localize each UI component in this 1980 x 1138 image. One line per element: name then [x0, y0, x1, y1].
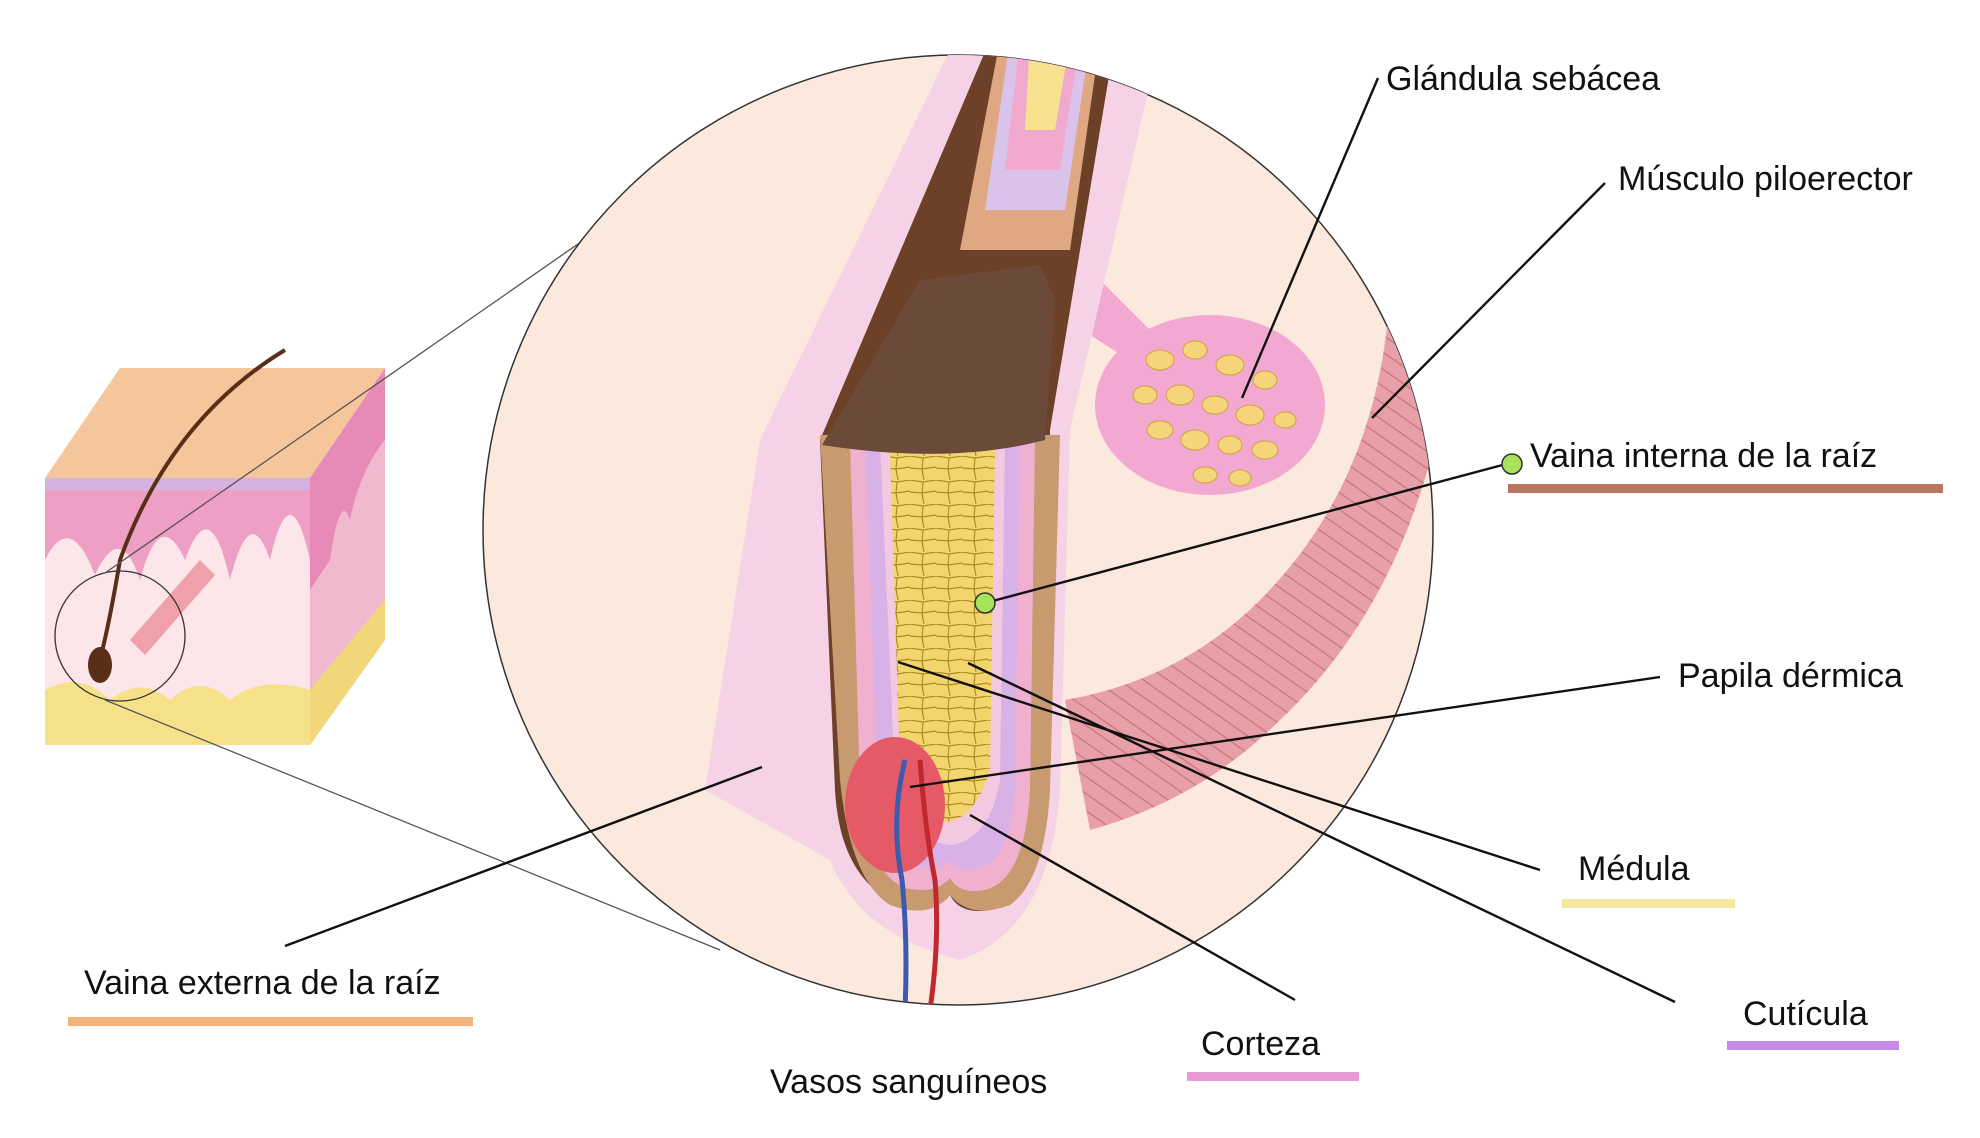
leader-outer-root-sheath: [284, 765, 763, 948]
underline-cuticle: [1727, 1041, 1899, 1050]
medulla-cells: [890, 450, 995, 822]
skin-block-hair-shaft: [98, 348, 287, 661]
skin-side-hypodermis: [310, 600, 385, 745]
skin-block-surface-layer: [45, 478, 310, 490]
leader-inner-root-sheath: [984, 461, 1511, 605]
label-dermal-papilla: Papila dérmica: [1678, 657, 1903, 695]
pointer-dot-target: [974, 592, 996, 614]
label-cuticle: Cutícula: [1743, 995, 1868, 1033]
skin-block-epidermis: [45, 478, 310, 580]
underline-cortex: [1187, 1072, 1359, 1081]
keratinized-collar: [822, 265, 1055, 454]
skin-block-muscle: [130, 560, 215, 655]
magnify-line-bottom: [104, 699, 721, 951]
sebaceous-cells: [1132, 340, 1297, 487]
skin-block-hypodermis: [45, 682, 310, 745]
arrector-muscle-shape: [1065, 250, 1433, 830]
label-cortex: Corteza: [1201, 1025, 1320, 1063]
pointer-dot-label: [1501, 453, 1523, 475]
vein-vessel: [894, 759, 909, 1005]
leader-medulla: [897, 660, 1541, 872]
label-inner-root-sheath: Vaina interna de la raíz: [1530, 437, 1877, 475]
magnified-follicle: [705, 55, 1433, 1005]
label-blood-vessels: Vasos sanguíneos: [770, 1063, 1047, 1101]
skin-block-top: [45, 368, 385, 478]
leader-arrector-muscle: [1371, 182, 1606, 419]
skin-block-hair-bulb: [88, 647, 112, 683]
underline-medulla: [1562, 899, 1735, 908]
skin-side-epidermis: [310, 368, 385, 590]
magnify-circle-small: [54, 570, 186, 702]
underline-inner-root-sheath: [1508, 484, 1943, 493]
magnify-line-top: [104, 179, 671, 574]
leader-cortex: [969, 813, 1296, 1002]
label-medulla: Médula: [1578, 850, 1690, 888]
label-arrector-muscle: Músculo piloerector: [1618, 160, 1913, 198]
leader-dermal-papilla: [909, 675, 1661, 789]
skin-block-illustration: [45, 348, 385, 745]
leader-sebaceous-gland: [1240, 77, 1380, 399]
artery-vessel: [917, 759, 940, 1005]
leader-cuticle: [967, 661, 1676, 1004]
label-outer-root-sheath: Vaina externa de la raíz: [84, 964, 441, 1002]
label-sebaceous-gland: Glándula sebácea: [1386, 60, 1660, 98]
underline-outer-root-sheath: [68, 1017, 473, 1026]
